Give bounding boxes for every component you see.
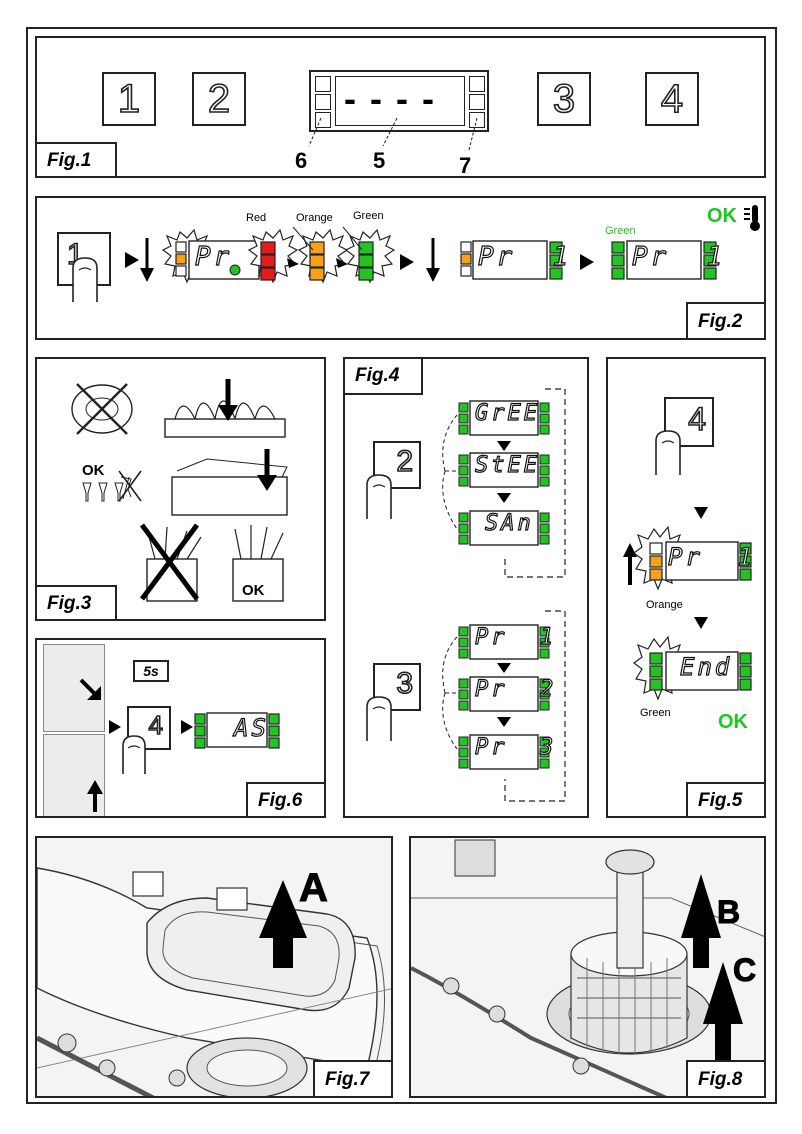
fig6-panel: 5s 4 AS Fig.6 [35,638,326,818]
fig2-ok: OK [707,205,737,227]
fig5-green-label: Green [640,707,671,719]
fig6-label: Fig.6 [246,782,324,816]
fig4-label: Fig.4 [345,359,423,395]
fig3-label: Fig.3 [37,585,117,619]
time-text: 5s [143,663,159,679]
led-left-bot [315,112,331,128]
finger-press-icon [72,257,98,302]
fig3-ok2: OK [242,582,265,599]
fig7-arrow-label: A [299,866,329,911]
display-dashes: ---- [344,78,448,119]
led-left-mid [315,94,331,110]
thermometer-icon [744,205,760,231]
fig5-key-number: 4 [687,400,706,438]
key-4: 4 [645,72,699,126]
fig2-panel: 1 [35,196,766,340]
fig8-label-b: B [716,894,741,931]
key-3: 3 [537,72,591,126]
door-arrow-icon [79,678,101,700]
fig6-key-4: 4 [127,706,171,750]
fig4-key-2-number: 2 [396,444,414,479]
callout-6: 6 [295,148,308,173]
callout-leaders [308,117,478,151]
fig4-key-3-number: 3 [396,666,414,701]
fig7-panel: A Fig.7 [35,836,393,1098]
main-display: ---- [335,76,465,126]
label-green: Green [353,210,384,222]
fig2-display3-text: Pr 1 [631,241,726,272]
fig7-illustration [37,838,391,1096]
fig8-illustration [411,838,764,1096]
led-right-mid [469,94,485,110]
fig4-display-pr1: Pr 1 [474,624,557,650]
fig8-label-c: C [732,952,757,989]
label-red: Red [246,212,267,224]
fig4-finger-icon-a [366,474,392,519]
fig7-label: Fig.7 [313,1060,391,1096]
fig4-display-pr3: Pr 3 [474,734,557,760]
led-left-top [315,76,331,92]
fig6-finger-icon [122,735,146,774]
fig6-flow-art [109,712,280,749]
fig1-panel: 1 2 3 4 ---- 6 5 7 Fig.1 [35,36,766,178]
key-4-number: 4 [660,76,684,122]
control-panel: ---- [309,70,489,132]
time-badge: 5s [133,660,169,682]
key-2-number: 2 [207,76,231,122]
fig5-panel: 4 Pr 1 End Orange Green OK Fig.5 [606,357,766,818]
fig5-art [623,507,752,701]
callout-5: 5 [373,148,386,173]
fig8-panel: B C Fig.8 [409,836,766,1098]
fig8-label: Fig.8 [686,1060,764,1096]
fig4-finger-icon-b [366,696,392,741]
fig5-finger-icon [655,430,681,475]
fig4-art [442,388,566,802]
fig3-panel: OK OK Fig.3 [35,357,326,621]
basket-arrow-icon [87,780,103,812]
fig2-display2-text: Pr 1 [477,241,572,272]
key-1: 1 [102,72,156,126]
fig5-ok: OK [718,711,748,733]
machine-door-illustration [43,644,105,732]
fig4-panel: Fig.4 [343,357,589,818]
fig2-label: Fig.2 [686,302,764,338]
fig4-display-gree: GrEE [474,400,540,426]
fig6-display-text: AS [233,713,269,742]
fig6-key-number: 4 [148,709,164,741]
fig2-sequence-art [161,226,717,284]
fig4-display-pr2: Pr 2 [474,676,557,702]
fig4-display-stee: StEE [474,452,540,478]
fig3-ok1: OK [82,462,105,479]
fig4-key-3: 3 [373,663,421,711]
page-frame [26,27,777,1104]
fig5-label: Fig.5 [686,782,764,816]
fig1-label: Fig.1 [37,142,117,176]
fig2-display1-text: Pr [194,241,233,272]
label-orange: Orange [296,212,333,224]
key-1-number: 1 [117,76,141,122]
key-3-number: 3 [552,76,576,122]
callout-7: 7 [459,153,472,178]
arrow-right-icon [125,252,139,268]
label-green-top: Green [605,225,636,237]
fig4-display-san: SAn [484,510,534,536]
fig5-key-4: 4 [664,397,714,447]
fig4-key-2: 2 [373,441,421,489]
fig5-display2-text: End [679,652,733,681]
arrow-down-icon [140,238,154,282]
key-2: 2 [192,72,246,126]
fig5-display1-text: Pr 1 [667,542,756,571]
fig3-loading-art: OK OK [71,379,288,602]
led-right-top [469,76,485,92]
fig5-orange-label: Orange [646,599,683,611]
led-right-bot [469,112,485,128]
